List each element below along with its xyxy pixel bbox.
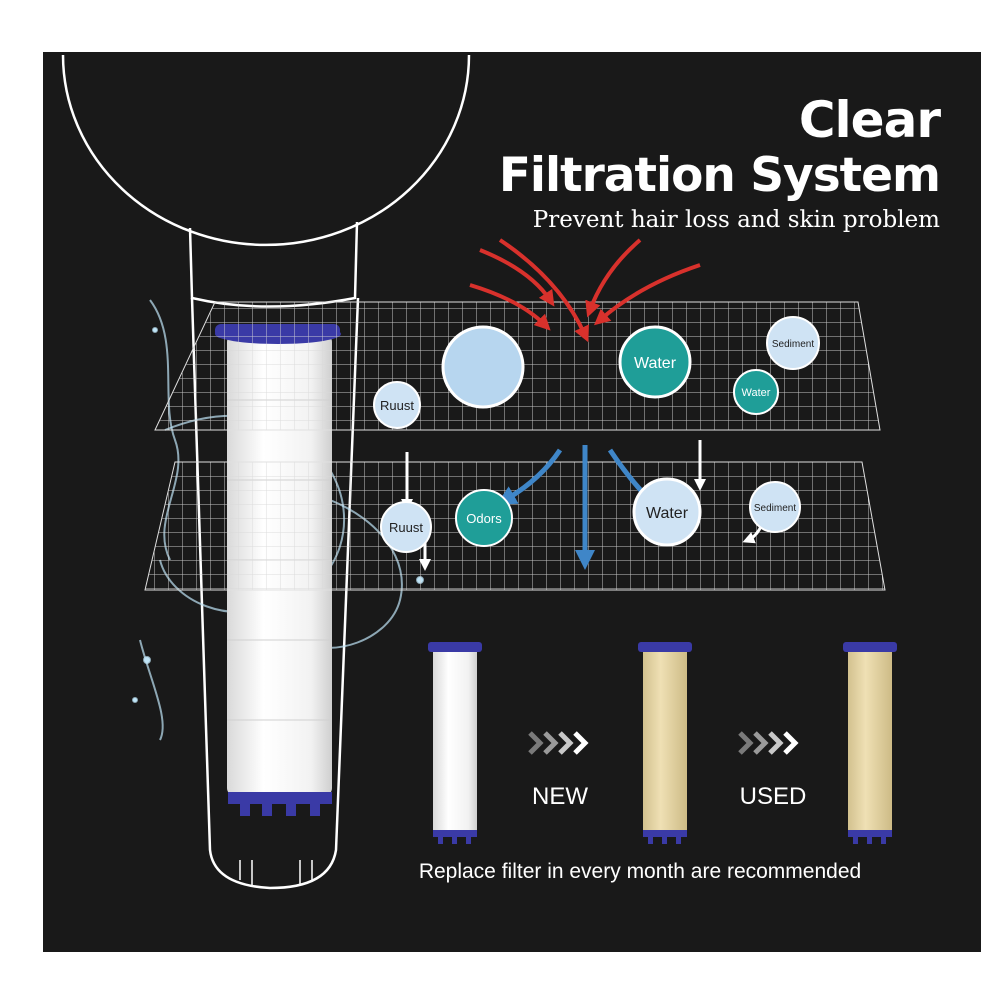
sediment-bubble-bottom [749, 481, 801, 533]
water-label-bottom: Water [646, 505, 689, 522]
new-filter-cartridge [428, 642, 482, 844]
used-filter-cartridge-mid [638, 642, 692, 844]
new-label: NEW [532, 783, 588, 810]
chevrons-icon-new [528, 731, 589, 755]
used-label: USED [739, 783, 807, 810]
water-bubble-large [618, 325, 692, 399]
ruust-bubble-bottom [380, 501, 432, 553]
odors-bubble [455, 489, 513, 547]
used-filter-cartridge-right [843, 642, 897, 844]
incoming-arrows [469, 238, 701, 343]
headline-subtitle: Prevent hair loss and skin problem [532, 207, 940, 233]
ruust-bubble-top [373, 381, 421, 429]
water-bubble-bottom [632, 477, 702, 547]
water-label-large: Water [634, 355, 677, 372]
headline-line2: Filtration System [498, 148, 941, 203]
chevrons-icon-used [738, 731, 799, 755]
replacement-note: Replace filter in every month are recomm… [418, 860, 862, 883]
sediment-bubble-top [766, 316, 820, 370]
water-label-small: Water [742, 387, 771, 399]
bottom-filter-layer [144, 461, 886, 591]
sediment-label-bottom: Sediment [754, 503, 796, 514]
large-particle-bubble [441, 325, 525, 409]
bottom-layer-particles: Ruust Odors Water Sediment [380, 477, 801, 553]
water-bubble-small [733, 369, 779, 415]
sediment-label-top: Sediment [772, 339, 814, 350]
ruust-label-top: Ruust [380, 398, 414, 413]
top-layer-particles: Ruust Water Water Sediment [373, 316, 820, 429]
odors-label: Odors [466, 511, 502, 526]
ruust-label-bottom: Ruust [389, 520, 423, 535]
headline-line1: Clear [798, 91, 941, 149]
